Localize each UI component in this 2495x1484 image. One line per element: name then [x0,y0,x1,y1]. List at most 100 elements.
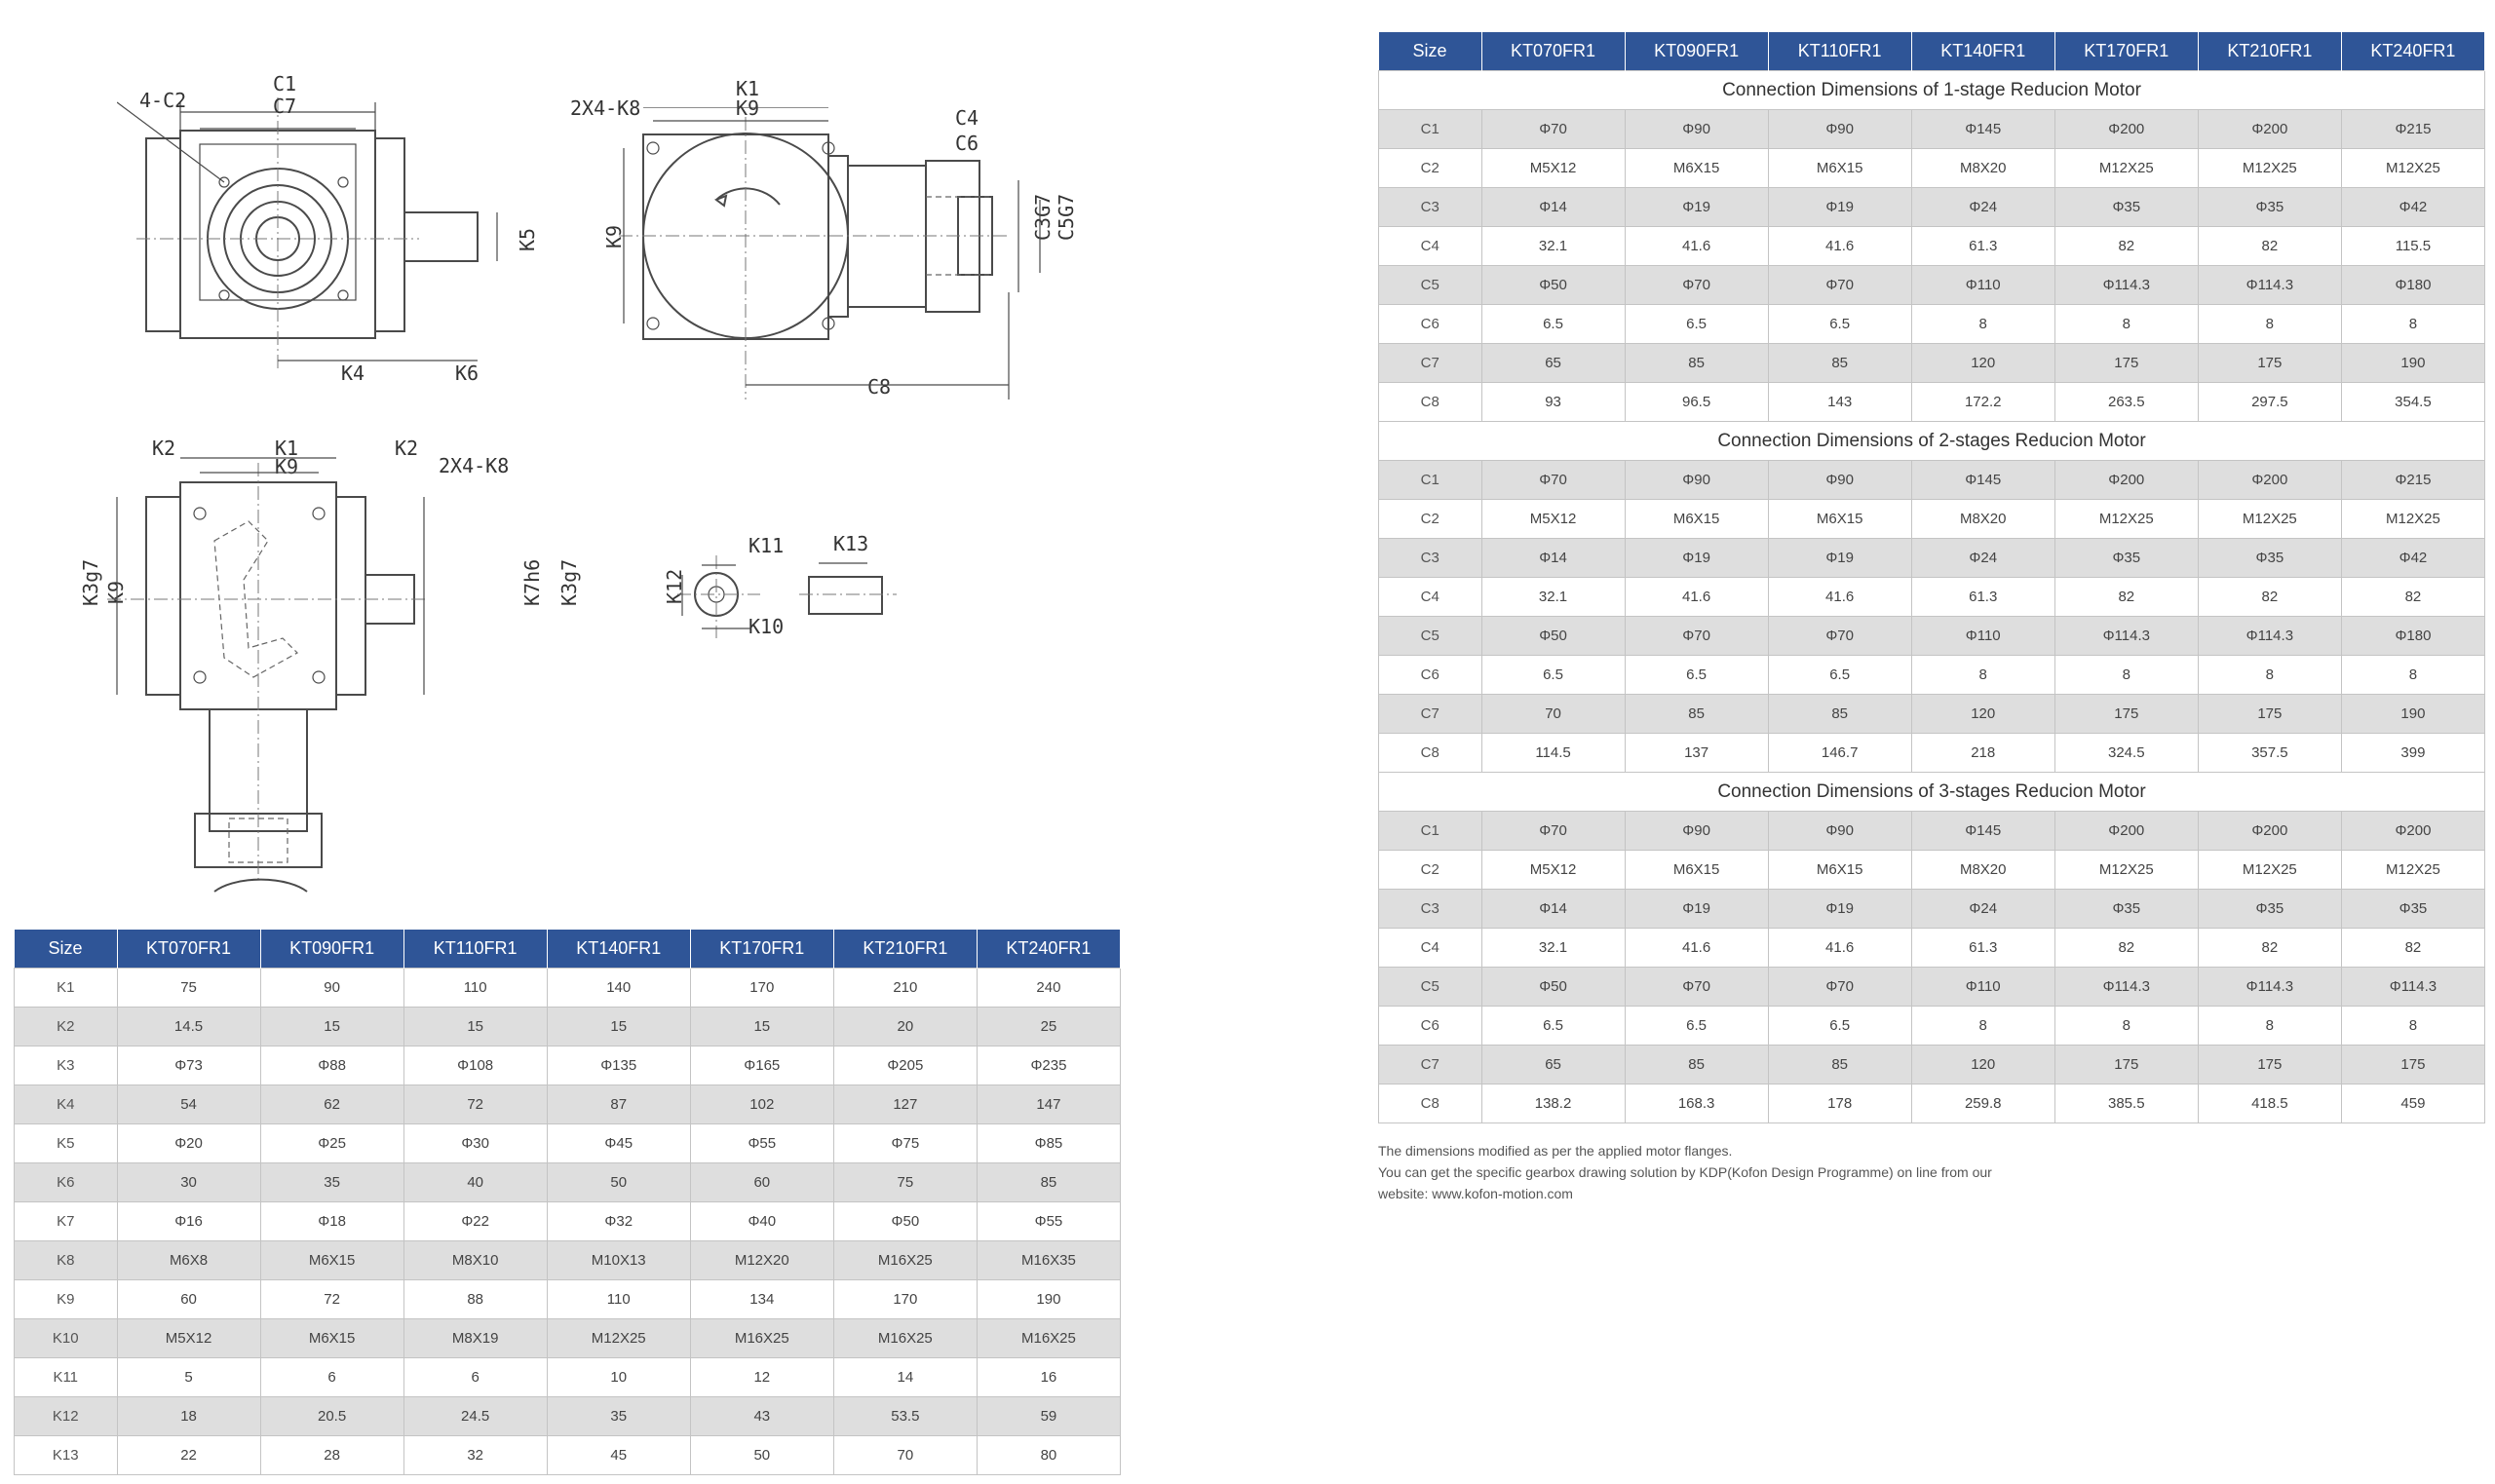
k-table-header-kt090: KT090FR1 [260,930,404,969]
table-cell: M6X15 [259,1240,404,1280]
table-cell: Φ70 [1480,460,1626,500]
table-cell: Φ205 [832,1046,978,1085]
table-cell: Φ35 [2197,538,2342,578]
table-cell: 35 [259,1162,404,1202]
dim-label-c4: C4 [955,106,979,130]
table-cell: Φ50 [832,1201,978,1241]
table-cell: Φ70 [1624,265,1769,305]
table-cell: 110 [546,1279,691,1319]
row-label: K9 [14,1279,118,1319]
table-cell: Φ73 [116,1046,261,1085]
row-label: C8 [1378,1084,1482,1123]
row-label: C6 [1378,304,1482,344]
table-cell: Φ24 [1910,889,2055,929]
table-cell: 6.5 [1624,1006,1769,1046]
table-cell: Φ20 [116,1123,261,1163]
row-label: C3 [1378,538,1482,578]
dim-label-c6: C6 [955,132,979,155]
row-label: C6 [1378,1006,1482,1046]
table-cell: 102 [689,1084,834,1124]
table-cell: 82 [2197,226,2342,266]
c-table-header-kt210: KT210FR1 [2198,32,2342,71]
table-cell: 459 [2340,1084,2486,1123]
table-cell: Φ114.3 [2197,616,2342,656]
dim-label-c8: C8 [867,375,891,399]
table-cell: 41.6 [1624,577,1769,617]
row-label: C5 [1378,967,1482,1007]
table-cell: 85 [1624,694,1769,734]
table-cell: 40 [403,1162,548,1202]
table-cell: Φ24 [1910,538,2055,578]
table-cell: 8 [2340,304,2486,344]
table-cell: M8X20 [1910,499,2055,539]
row-label: C2 [1378,850,1482,890]
table-cell: M12X20 [689,1240,834,1280]
table-cell: 240 [976,968,1122,1008]
table-cell: M5X12 [116,1318,261,1358]
table-cell: 170 [832,1279,978,1319]
table-cell: Φ70 [1624,967,1769,1007]
footnote-1: The dimensions modified as per the appli… [1378,1143,1733,1159]
row-label: C8 [1378,733,1482,773]
table-cell: Φ25 [259,1123,404,1163]
table-cell: M6X15 [1767,850,1912,890]
table-cell: 134 [689,1279,834,1319]
dim-label-k11: K11 [748,534,784,557]
table-cell: 15 [403,1007,548,1046]
table-cell: Φ70 [1767,616,1912,656]
table-cell: Φ235 [976,1046,1122,1085]
table-cell: 90 [259,968,404,1008]
c-table-header-kt240: KT240FR1 [2341,32,2486,71]
table-cell: 72 [403,1084,548,1124]
table-cell: 53.5 [832,1396,978,1436]
table-cell: Φ16 [116,1201,261,1241]
row-label: C7 [1378,1045,1482,1084]
table-cell: 88 [403,1279,548,1319]
table-cell: Φ24 [1910,187,2055,227]
table-cell: 324.5 [2054,733,2199,773]
table-cell: Φ35 [2197,889,2342,929]
table-cell: 8 [2054,655,2199,695]
k-dimensions-table: Size KT070FR1 KT090FR1 KT110FR1 KT140FR1… [14,930,1122,1475]
row-label: K2 [14,1007,118,1046]
table-cell: 6.5 [1480,655,1626,695]
table-cell: 54 [116,1084,261,1124]
table-cell: M12X25 [2197,850,2342,890]
table-cell: 8 [2340,1006,2486,1046]
table-cell: M6X8 [116,1240,261,1280]
table-cell: 28 [259,1435,404,1475]
table-cell: 8 [1910,655,2055,695]
table-cell: 62 [259,1084,404,1124]
row-label: C1 [1378,109,1482,149]
row-label: C6 [1378,655,1482,695]
table-cell: 190 [2340,694,2486,734]
table-cell: M6X15 [1767,499,1912,539]
table-cell: Φ35 [2054,538,2199,578]
table-cell: 14.5 [116,1007,261,1046]
table-cell: Φ32 [546,1201,691,1241]
table-cell: Φ90 [1624,109,1769,149]
table-cell: Φ180 [2340,616,2486,656]
row-label: C4 [1378,577,1482,617]
dimension-labels: 4-C2 C1 C7 K4 K6 K5 2X4-K8 K1 K9 C4 C6 C… [79,72,1078,638]
table-cell: 82 [2340,928,2486,968]
table-cell: 354.5 [2340,382,2486,422]
c-table-header-row: Size KT070FR1 KT090FR1 KT110FR1 KT140FR1… [1378,32,2486,71]
dim-label-k1: K1 [736,77,759,100]
table-cell: Φ90 [1767,109,1912,149]
table-cell: 24.5 [403,1396,548,1436]
table-cell: 8 [2197,304,2342,344]
table-cell: Φ50 [1480,616,1626,656]
row-label: C7 [1378,694,1482,734]
table-cell: Φ19 [1767,187,1912,227]
table-cell: Φ90 [1624,811,1769,851]
table-cell: 82 [2340,577,2486,617]
table-cell: 175 [2197,694,2342,734]
shaft-detail-drawing [677,555,897,638]
